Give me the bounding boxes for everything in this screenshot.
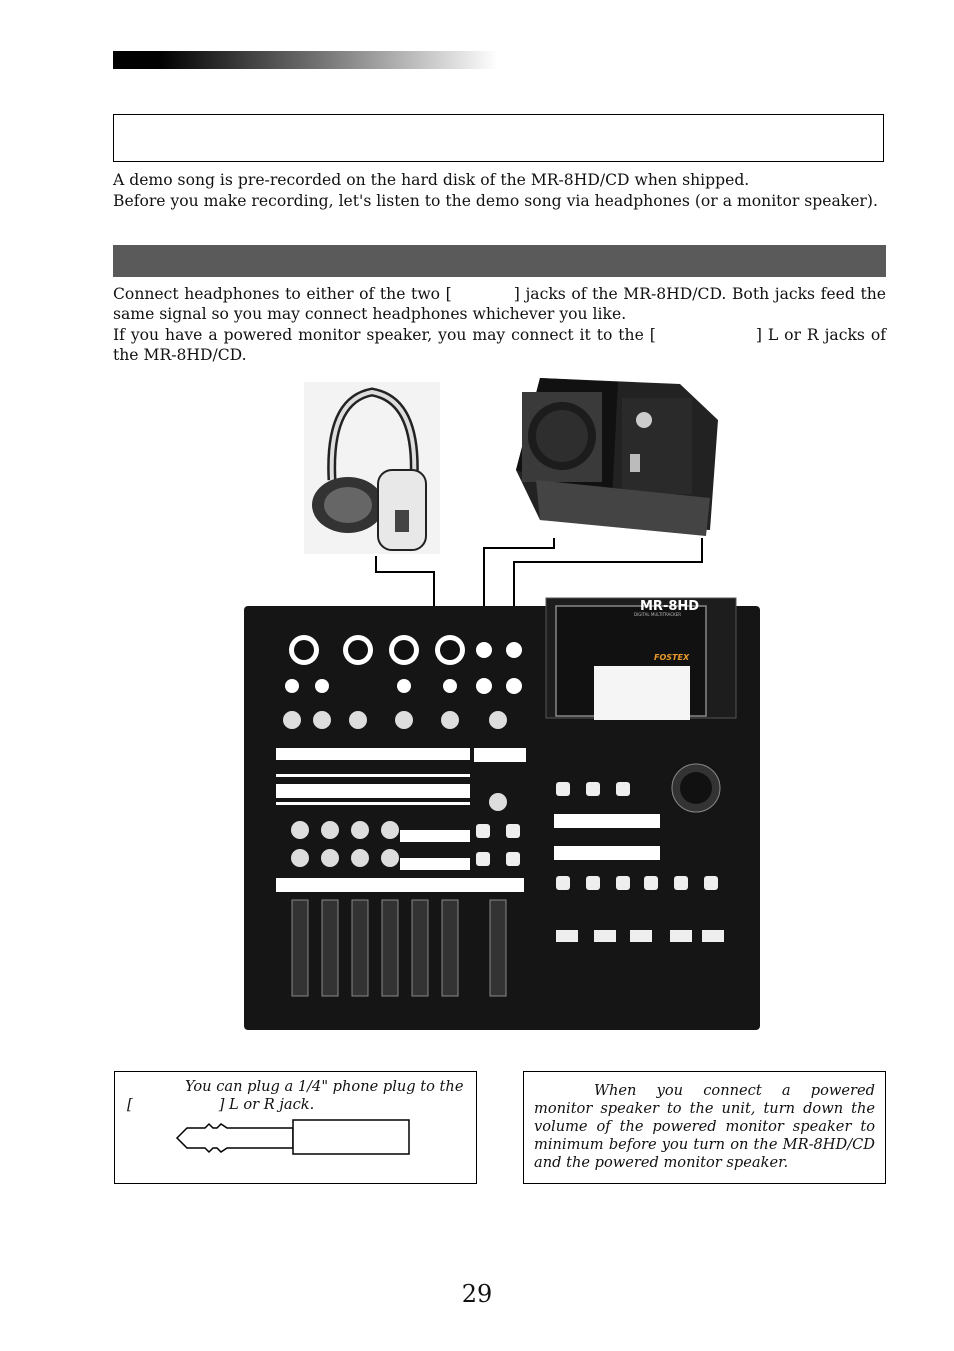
- note-left-line-1: You can plug a 1/4" phone plug to the: [127, 1078, 468, 1096]
- note-powered-speaker: When you connect a powered monitor speak…: [523, 1071, 886, 1184]
- intro-text: A demo song is pre-recorded on the hard …: [113, 170, 888, 211]
- mixer-tagline: DIGITAL MULTITRACKER: [634, 612, 681, 617]
- note-left-text-2b: ] L or R jack.: [218, 1096, 315, 1113]
- speaker-paragraph: If you have a powered monitor speaker, y…: [113, 325, 886, 366]
- section-heading-bar: [113, 245, 886, 277]
- header-gradient-bar: [113, 51, 498, 69]
- fostex-brand: FOSTEX: [654, 653, 690, 662]
- headphone-text-a: Connect headphones to either of the two …: [113, 285, 452, 303]
- intro-line-1: A demo song is pre-recorded on the hard …: [113, 171, 750, 189]
- intro-line-2: Before you make recording, let's listen …: [113, 191, 878, 210]
- connection-diagram: MR-8HD DIGITAL MULTITRACKER FOSTEX: [244, 378, 760, 1030]
- headphone-text-b: ] jacks of the MR-8HD/CD. Both jacks fee…: [113, 285, 887, 324]
- monitor-speaker-illustration: [516, 378, 718, 536]
- note-right-paragraph: When you connect a powered monitor speak…: [534, 1082, 875, 1172]
- headphone-paragraph: Connect headphones to either of the two …: [113, 284, 886, 325]
- phone-plug-illustration: [175, 1119, 410, 1155]
- note-right-text: When you connect a powered monitor speak…: [534, 1082, 875, 1171]
- speaker-text-b: ] L or R jacks of the MR-8HD/CD.: [113, 325, 886, 364]
- note-left-text-2a: [: [127, 1096, 133, 1113]
- mr8hd-logo: MR-8HD: [640, 599, 699, 614]
- page-number: 29: [461, 1280, 493, 1308]
- title-box: [113, 114, 884, 162]
- note-left-line-2: [ ] L or R jack.: [127, 1096, 468, 1114]
- note-phone-plug: You can plug a 1/4" phone plug to the []…: [114, 1071, 477, 1184]
- speaker-text-a: If you have a powered monitor speaker, y…: [113, 325, 656, 344]
- note-left-text-1: You can plug a 1/4" phone plug to the: [185, 1078, 464, 1095]
- connection-instructions: Connect headphones to either of the two …: [113, 284, 886, 365]
- headphones-illustration: [304, 382, 440, 554]
- mixer-illustration: MR-8HD DIGITAL MULTITRACKER FOSTEX: [244, 597, 760, 1030]
